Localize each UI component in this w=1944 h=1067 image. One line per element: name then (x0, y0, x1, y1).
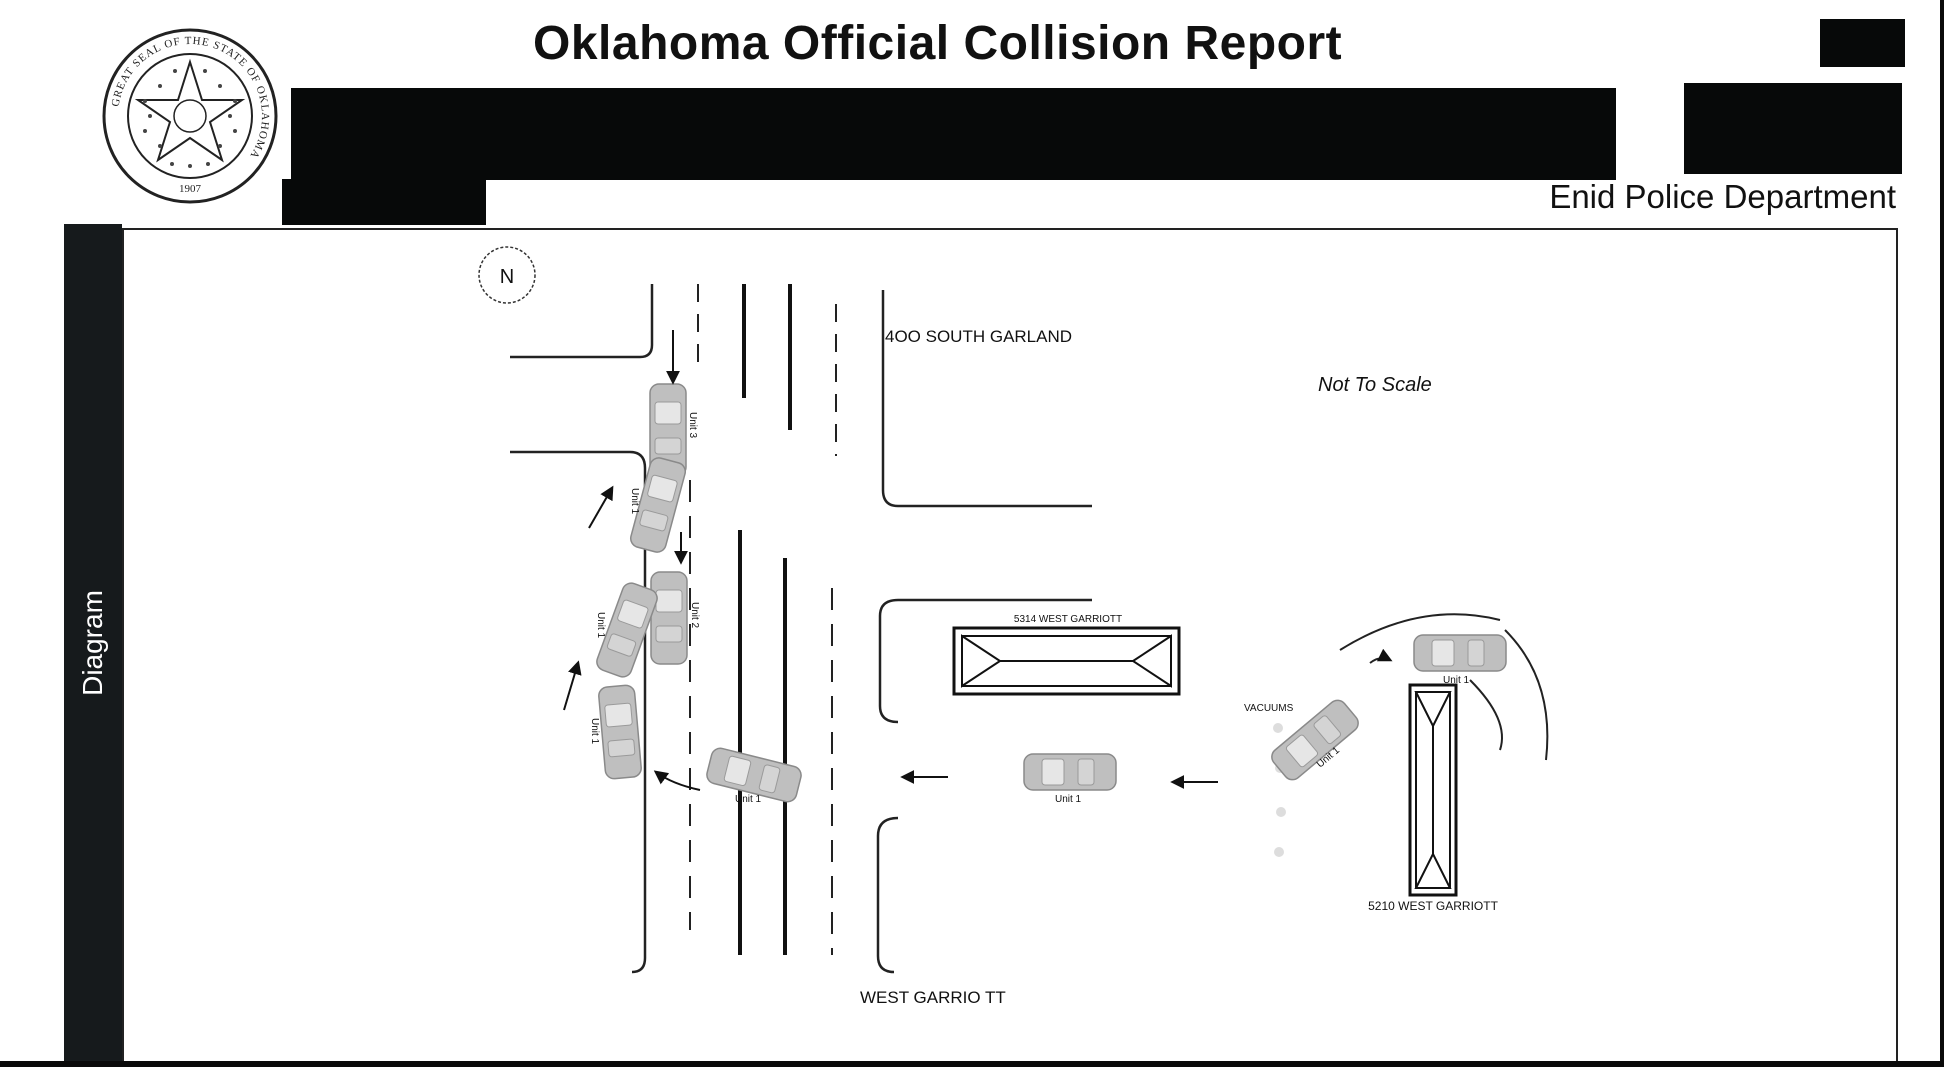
state-seal-icon: GREAT SEAL OF THE STATE OF OKLAHOMA 1907 (102, 28, 278, 204)
vehicle-unit-2 (650, 571, 688, 665)
lot-curve (1504, 629, 1549, 761)
vehicle-label: Unit 1 (589, 718, 600, 745)
agency-name: Enid Police Department (1549, 178, 1896, 215)
vehicle-label: Unit 1 (629, 488, 640, 515)
travel-arrow (588, 485, 614, 529)
vehicle-label: Unit 2 (689, 602, 700, 629)
path-arrow (1369, 648, 1393, 664)
report-title: Oklahoma Official Collision Report (533, 17, 1343, 70)
vacuums-label: VACUUMS (1244, 703, 1294, 714)
redaction-block (291, 88, 1616, 180)
vehicle-unit-1 (597, 683, 643, 781)
vehicle-label: Unit 1 (595, 612, 606, 639)
redaction-block (282, 179, 486, 225)
street-label-top: 4OO SOUTH GARLAND (885, 327, 1072, 346)
page-edge (0, 1061, 1944, 1067)
lot-curve (1339, 613, 1501, 651)
building-5210 (1408, 683, 1458, 897)
redaction-block (1684, 83, 1902, 174)
scale-note: Not To Scale (1318, 374, 1432, 396)
travel-arrow (653, 770, 701, 791)
seal-year: 1907 (179, 183, 202, 195)
lot-curve (1469, 679, 1503, 751)
vehicle-label: Unit 1 (735, 794, 762, 805)
curb-line (876, 816, 899, 974)
panel-sidebar (64, 224, 122, 1061)
building-5314 (952, 626, 1181, 696)
curb-line (510, 450, 647, 974)
travel-arrow (563, 660, 582, 711)
vehicle-unit-1 (1413, 634, 1507, 672)
diagram-panel (122, 228, 1898, 1065)
street-label-bottom: WEST GARRIO TT (860, 988, 1006, 1007)
vehicle-unit-1 (1023, 753, 1117, 791)
page-edge (1940, 0, 1944, 1067)
curb-line (878, 598, 1092, 724)
vehicle-label: Unit 1 (1443, 675, 1470, 686)
vehicle-label: Unit 3 (687, 412, 698, 439)
redaction-block (1820, 19, 1905, 67)
north-arrow-icon: N (478, 246, 536, 304)
building-label: 5314 WEST GARRIOTT (1014, 614, 1122, 625)
curb-line (881, 290, 1092, 508)
curb-line (510, 284, 654, 359)
north-label: N (500, 266, 514, 288)
building-label: 5210 WEST GARRIOTT (1368, 899, 1498, 913)
vehicle-label: Unit 1 (1055, 794, 1082, 805)
